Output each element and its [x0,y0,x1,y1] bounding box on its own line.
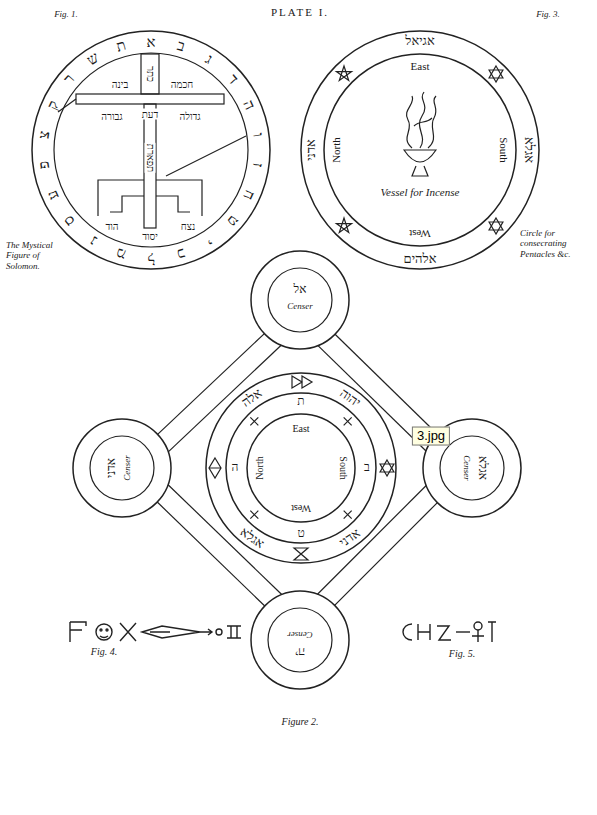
circle-outline [250,590,350,690]
node-text: ע [43,188,62,203]
node-text: Censer [287,302,313,312]
incense-vessel [404,92,436,176]
node-text: ג [203,51,216,68]
node-text: ה [240,98,259,113]
node-text: ה [232,461,239,474]
node-text: אדני [304,139,318,161]
node-text: צ [35,130,52,140]
node-text: ק [44,98,62,112]
node-text: Censer [287,629,313,639]
censer-circle: יה Censer [250,590,350,690]
node-text: ו [249,132,266,138]
node-text: South [498,137,510,163]
band-line [318,346,426,451]
node-text: מ [114,244,127,262]
node-text: Censer [123,455,133,481]
node-text: ת [114,37,127,55]
circle-outline [225,392,377,544]
node-text: אלה [239,386,265,410]
node-text: אל [294,283,307,296]
node-text: בינה [111,79,129,90]
node-text: גבורה [100,111,123,122]
node-text: פ [35,160,52,170]
figure-caption: The Mystical Figure of Solomon. [6,240,70,271]
node-text: כתר [145,65,156,83]
node-text: חכמה [170,79,195,90]
node-text: Vessel for Incense [381,186,460,198]
node-text: כ [176,245,188,263]
figure-caption: Circle for consecrating Pentacles &c. [520,228,592,259]
file-tooltip: 3.jpg [412,427,450,446]
sigil-fig-5 [403,622,496,642]
node-text: ת [297,395,304,408]
node-text: תפארת [145,143,156,173]
node-text: גדולה [178,111,201,122]
node-text: דעת [141,109,160,120]
band-line [168,345,281,452]
node-text: West [409,228,431,240]
node-text: י [203,233,215,249]
plate-title: PLATE I. [271,6,329,18]
connector-line [158,334,265,435]
node-text: יהוה [337,386,363,410]
connector-line [335,503,438,606]
node-text: אגלא [475,456,488,480]
node-text: ז [249,162,266,168]
node-text: נ [86,233,99,250]
node-text: הוד [104,221,119,232]
censer-circle: אל Censer [250,250,350,350]
figure-label: Fig. 3. [536,9,560,19]
node-text: ט [223,212,241,230]
ring-symbols [209,66,503,560]
figure-label: Fig. 5. [449,648,475,660]
node-text: נצח [180,221,196,232]
node-text: יסוד [141,231,159,242]
node-text: ד [224,71,241,87]
node-text: ח [240,187,259,202]
inner-compass-circle: EastNorth SouthWest Vessel for Incense [323,53,517,247]
figure-label: Figure 2. [282,716,319,728]
node-text: North [330,137,342,163]
figure-label: Fig. 4. [91,646,117,658]
node-text: ט [297,527,304,540]
figure-label: Fig. 1. [54,9,78,19]
node-text: אגיאל [405,34,434,48]
sigil-fig-4 [70,622,241,642]
node-text: יה [295,644,305,657]
band-line [168,485,282,595]
mystical-figure-circle: א בגדה ו ז חטיכ ל מנסע פ צ קרשת כתר בינה חכמה דעת גבור… [31,30,271,270]
node-text: אגלא [522,137,536,163]
band-line [317,485,426,594]
node-text: ס [60,212,78,229]
node-text: West [291,503,311,514]
consecration-circle: אגיאל אדני אגלא אלהים EastNorth SouthWest Vess… [300,30,540,270]
compass-circle: EastNorth SouthWest [246,413,356,523]
node-text: East [292,423,309,434]
node-text: אדני [105,458,118,478]
node-text: ב [176,37,188,55]
circle-outline [250,250,350,350]
circle-outline [72,418,172,518]
connector-line [335,334,437,434]
censer-circle: אדני Censer [72,418,172,518]
node-text: א [146,34,155,51]
circle-outline [323,53,517,247]
magic-circle: אלה יהוה אגלא אדני ת ה ב ט EastNorth SouthWest [205,372,397,564]
letter-ring: ת ה ב ט EastNorth SouthWest [225,392,377,544]
node-text: North [254,456,265,479]
node-text: ב [364,461,370,474]
node-text: Censer [461,455,471,481]
node-text: ר [61,71,78,87]
node-text: אדני [337,526,363,550]
node-text: ש [84,49,102,69]
node-text: אלהים [404,252,437,266]
connector-line [157,502,265,606]
node-text: South [338,456,349,479]
node-text: ל [147,250,154,267]
node-text: East [411,60,430,72]
node-text: אגלא [237,525,266,552]
